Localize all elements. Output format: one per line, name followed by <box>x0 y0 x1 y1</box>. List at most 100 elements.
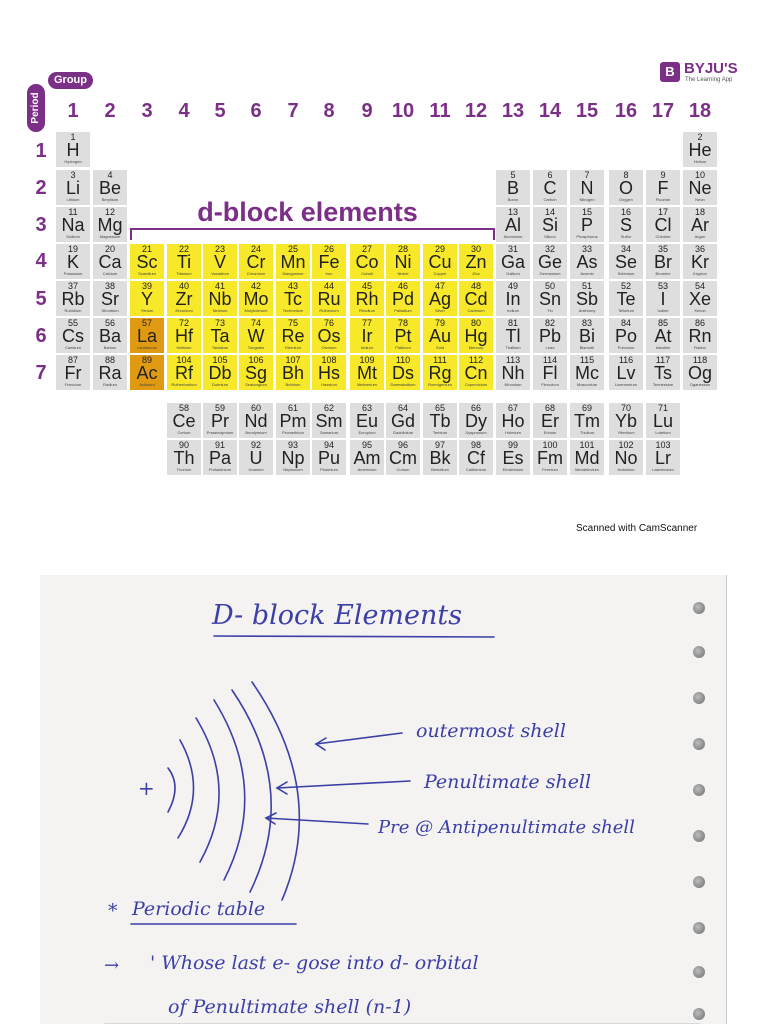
element-symbol: Cu <box>428 252 452 272</box>
element-name: Bohrium <box>285 382 301 387</box>
binder-hole <box>693 830 705 842</box>
bullet-marker: * <box>108 900 118 922</box>
element-symbol: S <box>619 215 632 235</box>
atomic-number: 63 <box>361 403 372 413</box>
element-name: Zinc <box>472 271 480 276</box>
element-symbol: Sm <box>315 411 343 431</box>
atomic-number: 66 <box>470 403 481 413</box>
element-symbol: Db <box>208 363 232 383</box>
period-label-badge: Period <box>27 84 45 132</box>
element-name: Barium <box>103 345 117 350</box>
element-name: Oxygen <box>619 197 633 202</box>
element-name: Copernicium <box>464 382 488 387</box>
element-symbol: Rn <box>688 326 712 346</box>
element-symbol: Tc <box>284 289 302 309</box>
atomic-number: 36 <box>694 244 705 254</box>
atomic-number: 29 <box>434 244 445 254</box>
element-symbol: At <box>654 326 672 346</box>
element-name: Tellurium <box>617 308 634 313</box>
element-name: Tin <box>547 308 553 313</box>
element-name: Nihonium <box>504 382 522 387</box>
element-symbol: Ds <box>392 363 414 383</box>
element-symbol: La <box>136 326 158 346</box>
atomic-number: 108 <box>321 355 337 365</box>
atomic-number: 92 <box>250 440 261 450</box>
atomic-number: 21 <box>141 244 152 254</box>
d-block-heading: d-block elements <box>197 197 418 227</box>
element-symbol: Mo <box>243 289 269 309</box>
atomic-number: 62 <box>323 403 334 413</box>
element-name: Erbium <box>543 430 557 435</box>
element-symbol: Ge <box>537 252 562 272</box>
atomic-number: 82 <box>544 318 555 328</box>
atomic-number: 105 <box>212 355 228 365</box>
atomic-number: 106 <box>248 355 264 365</box>
element-name: Vanadium <box>211 271 229 276</box>
atomic-number: 110 <box>395 355 411 365</box>
binder-hole <box>693 692 705 704</box>
element-name: Thorium <box>176 467 192 472</box>
atomic-number: 91 <box>214 440 225 450</box>
margin-line <box>726 575 727 1024</box>
element-symbol: Mg <box>97 215 123 235</box>
atomic-number: 2 <box>697 132 703 142</box>
element-symbol: Mc <box>575 363 599 383</box>
binder-hole <box>693 738 705 750</box>
element-name: Berkelium <box>431 467 449 472</box>
atomic-number: 20 <box>104 244 115 254</box>
element-name: Nobelium <box>617 467 635 472</box>
group-number: 2 <box>104 100 116 122</box>
element-name: Molybdenum <box>244 308 268 313</box>
element-symbol: Pt <box>394 326 412 346</box>
element-symbol: Es <box>502 448 524 468</box>
atomic-number: 67 <box>507 403 518 413</box>
atomic-number: 31 <box>507 244 518 254</box>
element-name: Seaborgium <box>245 382 267 387</box>
element-symbol: Lv <box>616 363 636 383</box>
period-number: 4 <box>35 250 47 272</box>
element-symbol: Xe <box>688 289 712 309</box>
element-symbol: K <box>66 252 79 272</box>
atomic-number: 22 <box>178 244 189 254</box>
element-name: Actinium <box>139 382 155 387</box>
element-symbol: Po <box>614 326 638 346</box>
atomic-number: 88 <box>104 355 115 365</box>
atomic-number: 52 <box>620 281 631 291</box>
period-number: 3 <box>35 214 47 236</box>
element-name: Hydrogen <box>64 159 82 164</box>
element-symbol: Pd <box>391 289 415 309</box>
atomic-number: 46 <box>397 281 408 291</box>
element-name: Dubnium <box>211 382 228 387</box>
element-symbol: Be <box>98 178 122 198</box>
element-name: Neodymium <box>245 430 267 435</box>
atomic-number: 95 <box>361 440 372 450</box>
element-symbol: Hg <box>464 326 488 346</box>
element-name: Boron <box>507 197 519 202</box>
group-number: 7 <box>287 100 299 122</box>
element-symbol: Au <box>428 326 452 346</box>
atomic-number: 86 <box>694 318 705 328</box>
atomic-number: 93 <box>287 440 298 450</box>
element-name: Iodine <box>657 308 669 313</box>
